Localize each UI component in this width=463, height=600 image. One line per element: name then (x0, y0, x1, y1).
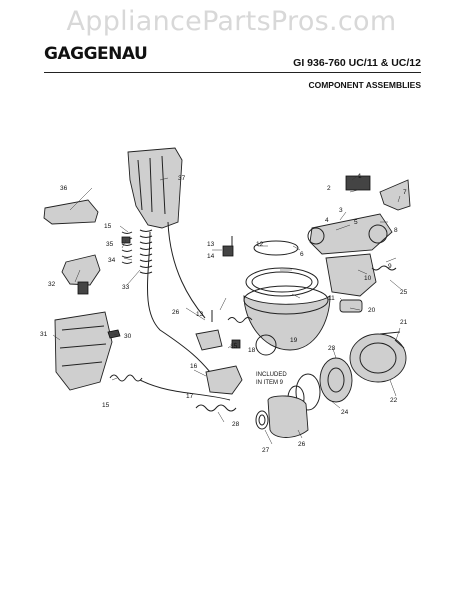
callout-15c: 15 (102, 402, 110, 409)
part-20-filter[interactable] (339, 299, 363, 313)
model-number: GI 936-760 UC/11 & UC/12 (293, 57, 421, 69)
callout-5: 5 (354, 219, 358, 226)
callout-30: 30 (124, 333, 132, 340)
callout-23: 23 (328, 345, 336, 352)
note-in-item-9: IN ITEM 9 (256, 380, 284, 386)
callout-26a: 26 (172, 309, 180, 316)
part-21-pump-motor[interactable] (349, 331, 407, 383)
callout-1: 1 (358, 173, 362, 180)
callout-13b: 13 (196, 311, 204, 318)
callout-25: 25 (400, 289, 408, 296)
callout-19: 19 (290, 337, 298, 344)
callout-37: 37 (178, 175, 186, 182)
part-17-drain-pump[interactable] (205, 365, 243, 395)
part-15-spring[interactable] (109, 374, 143, 382)
callout-17: 17 (186, 393, 194, 400)
header-rule (44, 72, 421, 73)
part-5-valve-assembly[interactable] (307, 213, 393, 255)
callout-3: 3 (339, 207, 343, 214)
callout-21: 21 (400, 319, 408, 326)
callout-4: 4 (325, 217, 329, 224)
diagram-subtitle: COMPONENT ASSEMBLIES (308, 80, 421, 90)
callout-33: 33 (122, 284, 130, 291)
part-28-spring[interactable] (195, 404, 237, 412)
callout-7: 7 (403, 189, 407, 196)
callout-27: 27 (262, 447, 270, 454)
callout-15a: 15 (104, 223, 112, 230)
callout-16: 16 (190, 363, 198, 370)
callout-2: 2 (327, 185, 331, 192)
hose-lower (139, 379, 231, 401)
callout-14: 14 (207, 253, 215, 260)
part-26-pump-body[interactable] (267, 395, 309, 438)
callout-36: 36 (60, 185, 68, 192)
hose-26 (147, 231, 211, 373)
callout-12: 12 (256, 241, 264, 248)
part-18-fitting[interactable] (231, 339, 241, 349)
part-36-cover[interactable] (43, 199, 99, 225)
callout-10: 10 (364, 275, 372, 282)
callout-9: 9 (388, 263, 392, 270)
part-33-spring[interactable] (139, 229, 153, 274)
callout-6: 6 (300, 251, 304, 258)
watermark: AppliancePartsPros.com (66, 6, 397, 37)
callout-31: 31 (40, 331, 48, 338)
callout-32: 32 (48, 281, 56, 288)
part-7-bracket[interactable] (379, 179, 411, 211)
callout-34: 34 (108, 257, 116, 264)
callout-13a: 13 (207, 241, 215, 248)
callout-35: 35 (106, 241, 114, 248)
part-19-sump[interactable] (243, 267, 331, 356)
part-31-fill-assembly[interactable] (54, 311, 113, 391)
part-37-housing[interactable] (127, 147, 183, 229)
part-32-valve[interactable] (61, 254, 101, 295)
part-23-impeller[interactable] (319, 357, 353, 403)
callout-18: 18 (248, 347, 256, 354)
callout-22: 22 (390, 397, 398, 404)
part-25-spring[interactable] (371, 265, 397, 271)
part-14-bracket[interactable] (222, 245, 234, 257)
callout-26b: 26 (298, 441, 306, 448)
part-11-motor-head[interactable] (325, 253, 377, 297)
note-included: INCLUDED (256, 372, 287, 378)
part-27-seal[interactable] (255, 410, 269, 430)
brand-logo: GAGGENAU (44, 44, 148, 64)
callout-15b: 15 (230, 343, 238, 350)
callout-20: 20 (368, 307, 376, 314)
callout-8: 8 (394, 227, 398, 234)
callout-11: 11 (328, 295, 335, 302)
callout-24: 24 (341, 409, 349, 416)
part-16-clip[interactable] (195, 329, 223, 351)
part-12-ring[interactable] (253, 240, 299, 256)
hose-pipe (167, 221, 206, 319)
part-15-spring-mid[interactable] (227, 317, 253, 323)
callout-28: 28 (232, 421, 240, 428)
leader-lines (52, 173, 403, 445)
